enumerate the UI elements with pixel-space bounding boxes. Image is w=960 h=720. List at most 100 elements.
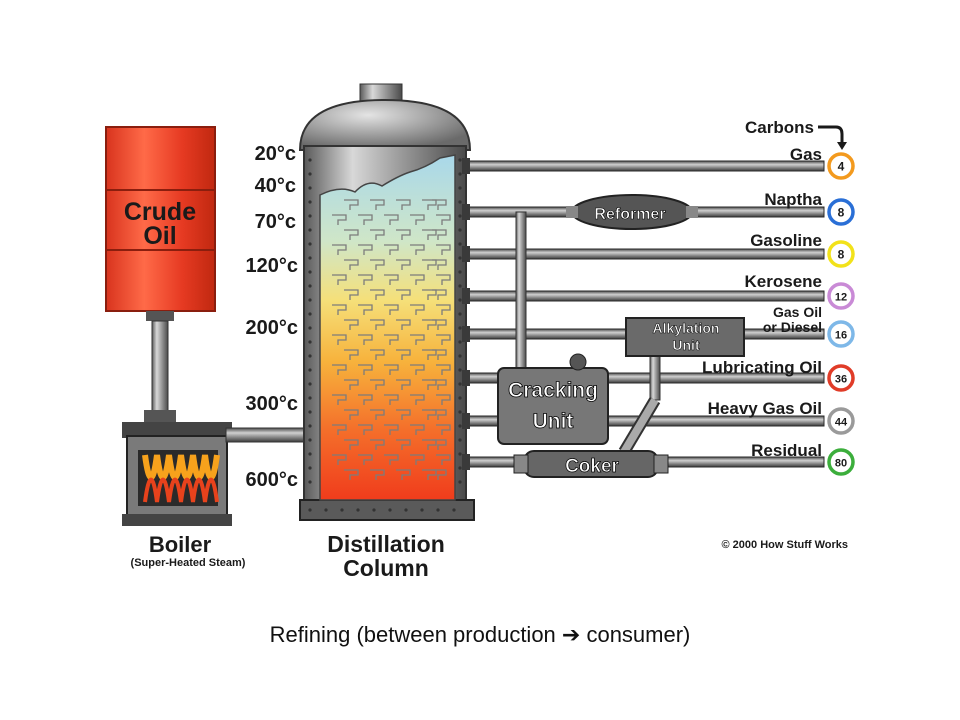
tray-segment xyxy=(422,289,437,300)
rivet xyxy=(458,452,462,456)
rivet xyxy=(458,466,462,470)
pipe-flange xyxy=(462,246,470,262)
tray-segment xyxy=(384,304,399,315)
carbon-count: 80 xyxy=(835,458,847,470)
tray-segment xyxy=(396,259,411,270)
rivet xyxy=(458,158,462,162)
product-name-kerosene: Kerosene xyxy=(745,272,822,291)
rivet xyxy=(308,312,312,316)
crude-label-line1: Crude xyxy=(124,198,196,226)
rivet xyxy=(458,172,462,176)
rivet xyxy=(404,508,408,512)
carbon-count: 4 xyxy=(838,160,845,174)
cracking-label-line1: Cracking xyxy=(508,379,598,402)
temp-label: 20°c xyxy=(255,143,296,165)
rivet xyxy=(308,480,312,484)
rivet xyxy=(308,186,312,190)
caption-after: consumer) xyxy=(580,622,691,647)
column-interior xyxy=(319,154,456,501)
alkylation-feed-pipe xyxy=(649,349,661,401)
rivet xyxy=(308,256,312,260)
coker-label: Coker xyxy=(565,456,619,477)
tray-segment xyxy=(396,469,411,480)
tray-segment xyxy=(344,229,359,240)
product-name-heavy-gas-oil: Heavy Gas Oil xyxy=(708,399,822,418)
tray-segment xyxy=(370,229,385,240)
tray-segment xyxy=(358,274,373,285)
rivet xyxy=(458,480,462,484)
pipe-flange xyxy=(462,413,470,429)
tray-segment xyxy=(332,364,347,375)
rivet xyxy=(308,466,312,470)
product-name-naptha: Naptha xyxy=(764,190,822,209)
rivet xyxy=(308,452,312,456)
tray-segment xyxy=(410,364,425,375)
tray-segment xyxy=(396,229,411,240)
tray-segment xyxy=(422,379,437,390)
rivet xyxy=(308,340,312,344)
pipe-flange xyxy=(462,370,470,386)
rivet xyxy=(458,242,462,246)
flame-icon xyxy=(142,454,220,481)
tray-segment xyxy=(396,439,411,450)
tray-segment xyxy=(370,409,385,420)
temp-label: 200°c xyxy=(246,317,299,339)
product-pipe xyxy=(465,160,825,172)
rivet xyxy=(458,382,462,386)
tray-segment xyxy=(432,319,447,330)
tray-segment xyxy=(370,319,385,330)
tray-segment xyxy=(436,214,451,225)
right-arrow-icon: ➔ xyxy=(561,622,581,647)
slide-caption: Refining (between production ➔ consumer) xyxy=(0,622,960,648)
reformer-label: Reformer xyxy=(594,206,665,223)
tray-segment xyxy=(422,319,437,330)
tray-segment xyxy=(332,214,347,225)
tray-segment xyxy=(396,349,411,360)
tray-segment xyxy=(384,334,399,345)
tray-segment xyxy=(396,409,411,420)
rivet xyxy=(458,438,462,442)
tray-segment xyxy=(432,349,447,360)
carbon-badge: 36 xyxy=(827,364,855,392)
tray-segment xyxy=(410,454,425,465)
tray-segment xyxy=(436,274,451,285)
tray-segment xyxy=(422,469,437,480)
rivet xyxy=(308,214,312,218)
carbons-arrow-icon xyxy=(818,125,844,145)
distillation-trays xyxy=(332,199,451,480)
carbon-badge-ring xyxy=(827,152,855,180)
tray-segment xyxy=(344,289,359,300)
rivet xyxy=(388,508,392,512)
boiler: Boiler (Super-Heated Steam) xyxy=(122,422,246,569)
rivet xyxy=(308,284,312,288)
tray-segment xyxy=(344,349,359,360)
tray-segment xyxy=(432,379,447,390)
alkylation-label-line1: Alkylation xyxy=(653,320,720,336)
tray-segment xyxy=(344,409,359,420)
tray-segment xyxy=(432,409,447,420)
pipe-flange xyxy=(462,288,470,304)
tray-segment xyxy=(358,394,373,405)
tray-segment xyxy=(410,334,425,345)
coker-unit: Coker xyxy=(513,450,669,478)
tray-segment xyxy=(384,454,399,465)
carbon-badge: 12 xyxy=(827,282,855,310)
carbon-count: 44 xyxy=(835,417,848,429)
tray-segment xyxy=(358,424,373,435)
tray-segment xyxy=(384,364,399,375)
tray-segment xyxy=(358,214,373,225)
rivet xyxy=(458,368,462,372)
rivet xyxy=(308,396,312,400)
tray-segment xyxy=(396,379,411,390)
tray-segment xyxy=(370,349,385,360)
copyright: © 2000 How Stuff Works xyxy=(722,539,848,551)
rivet xyxy=(340,508,344,512)
rivet xyxy=(458,396,462,400)
tray-segment xyxy=(344,439,359,450)
product-name-gas-oil-line1: Gas Oil xyxy=(773,304,822,320)
carbon-badge-ring xyxy=(827,364,855,392)
tray-segment xyxy=(396,289,411,300)
tray-segment xyxy=(436,364,451,375)
feed-pipe xyxy=(151,320,169,414)
rivet xyxy=(308,508,312,512)
